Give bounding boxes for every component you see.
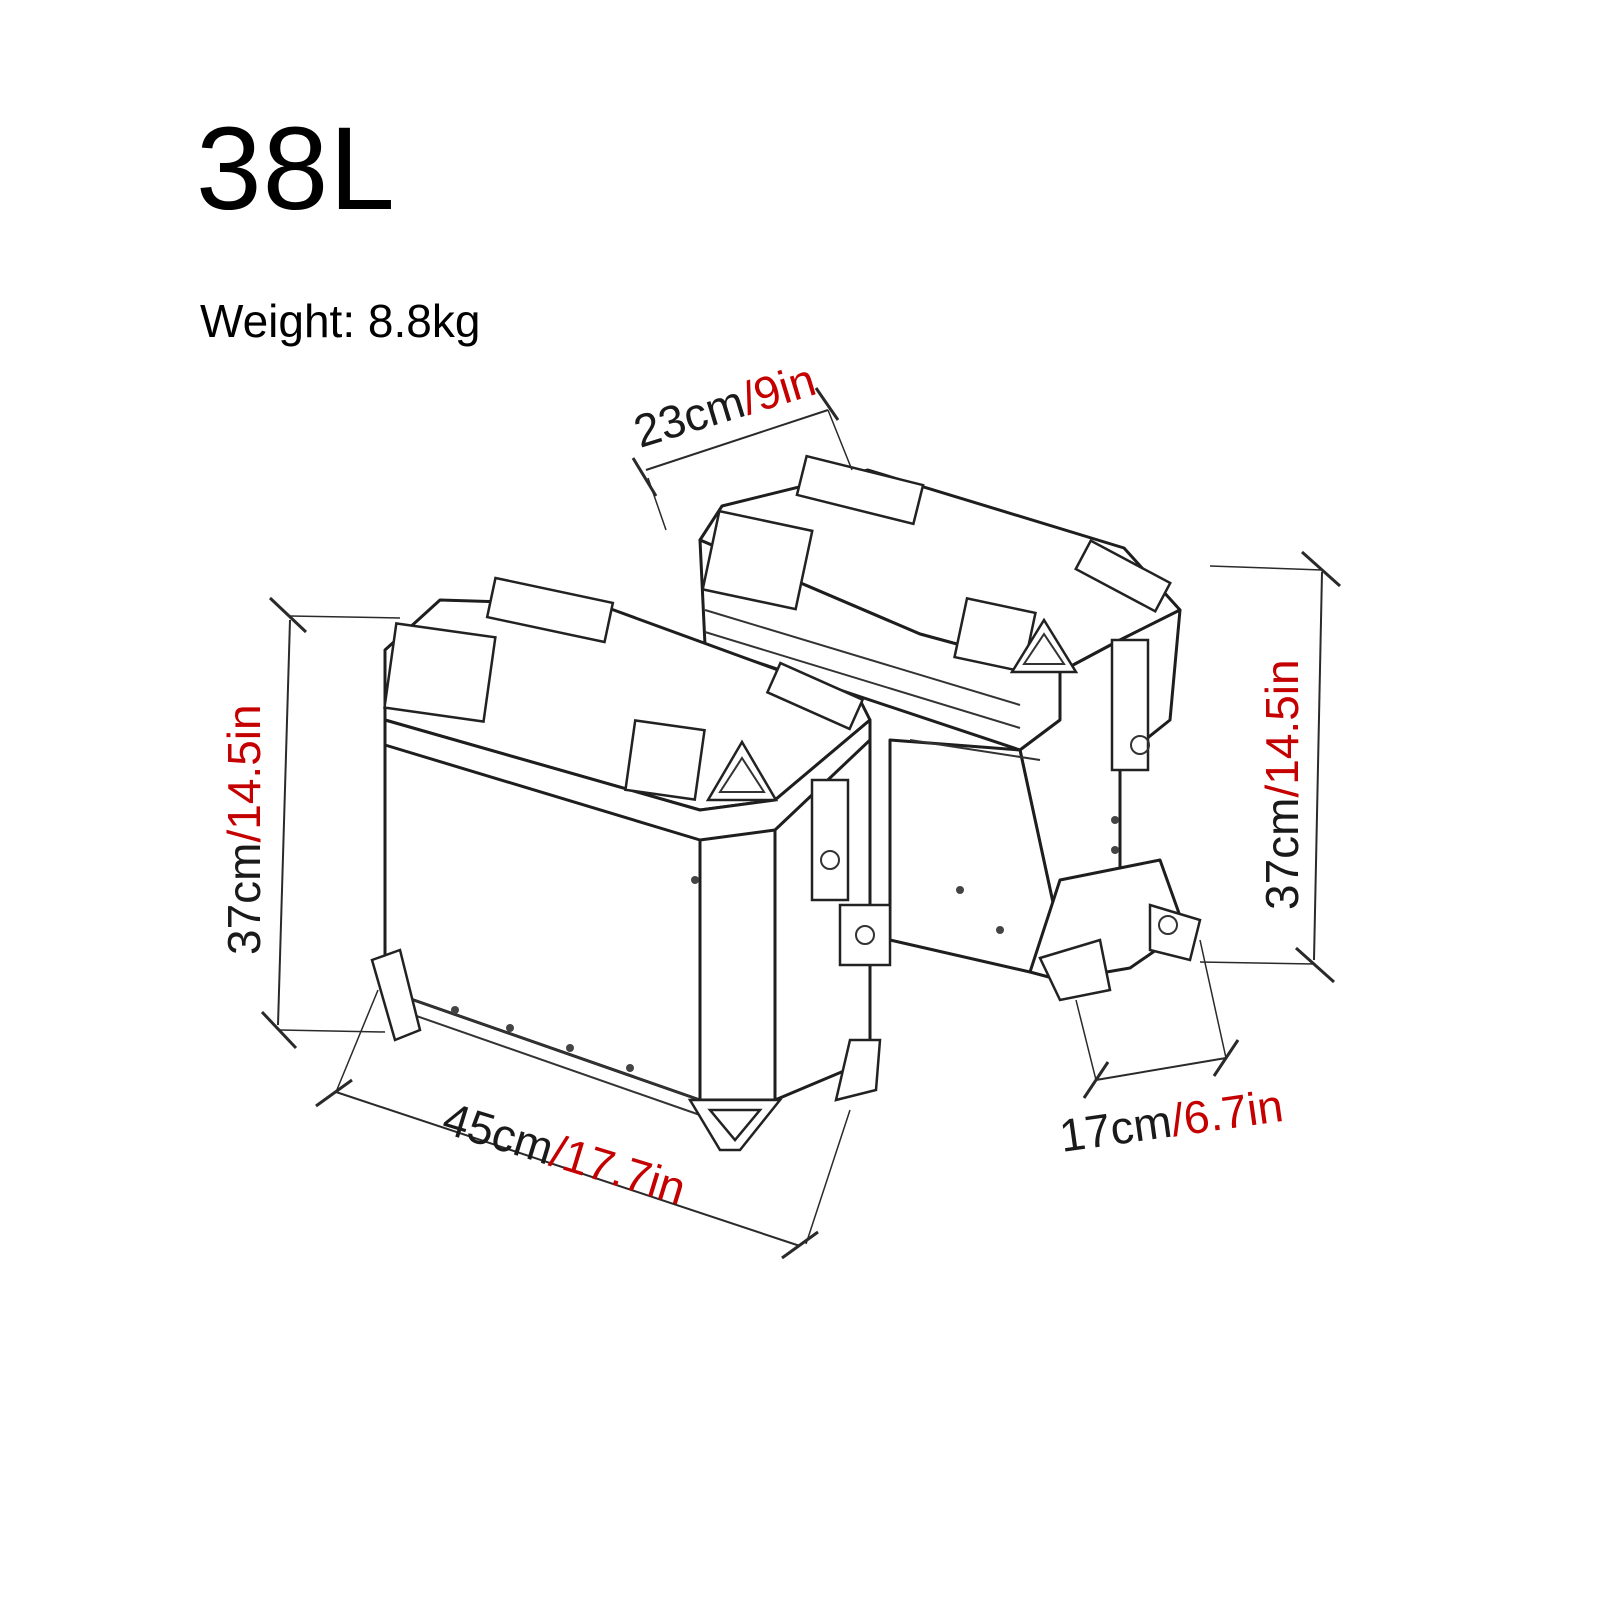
weight-label: Weight: 8.8kg — [200, 295, 481, 347]
capacity-title: 38L — [196, 103, 396, 235]
dim-height-right-label: 37cm/14.5in — [1256, 659, 1308, 910]
dim-depth-bottom-label: 17cm/6.7in — [1056, 1079, 1286, 1162]
dim-depth-top-label: 23cm/9in — [628, 353, 822, 457]
left-pannier-case — [370, 576, 892, 1152]
dimension-lines — [260, 387, 1342, 1260]
dim-length-label: 45cm/17.7in — [437, 1092, 692, 1215]
right-pannier-case — [698, 454, 1202, 1002]
dim-height-left-label: 37cm/14.5in — [218, 704, 270, 955]
